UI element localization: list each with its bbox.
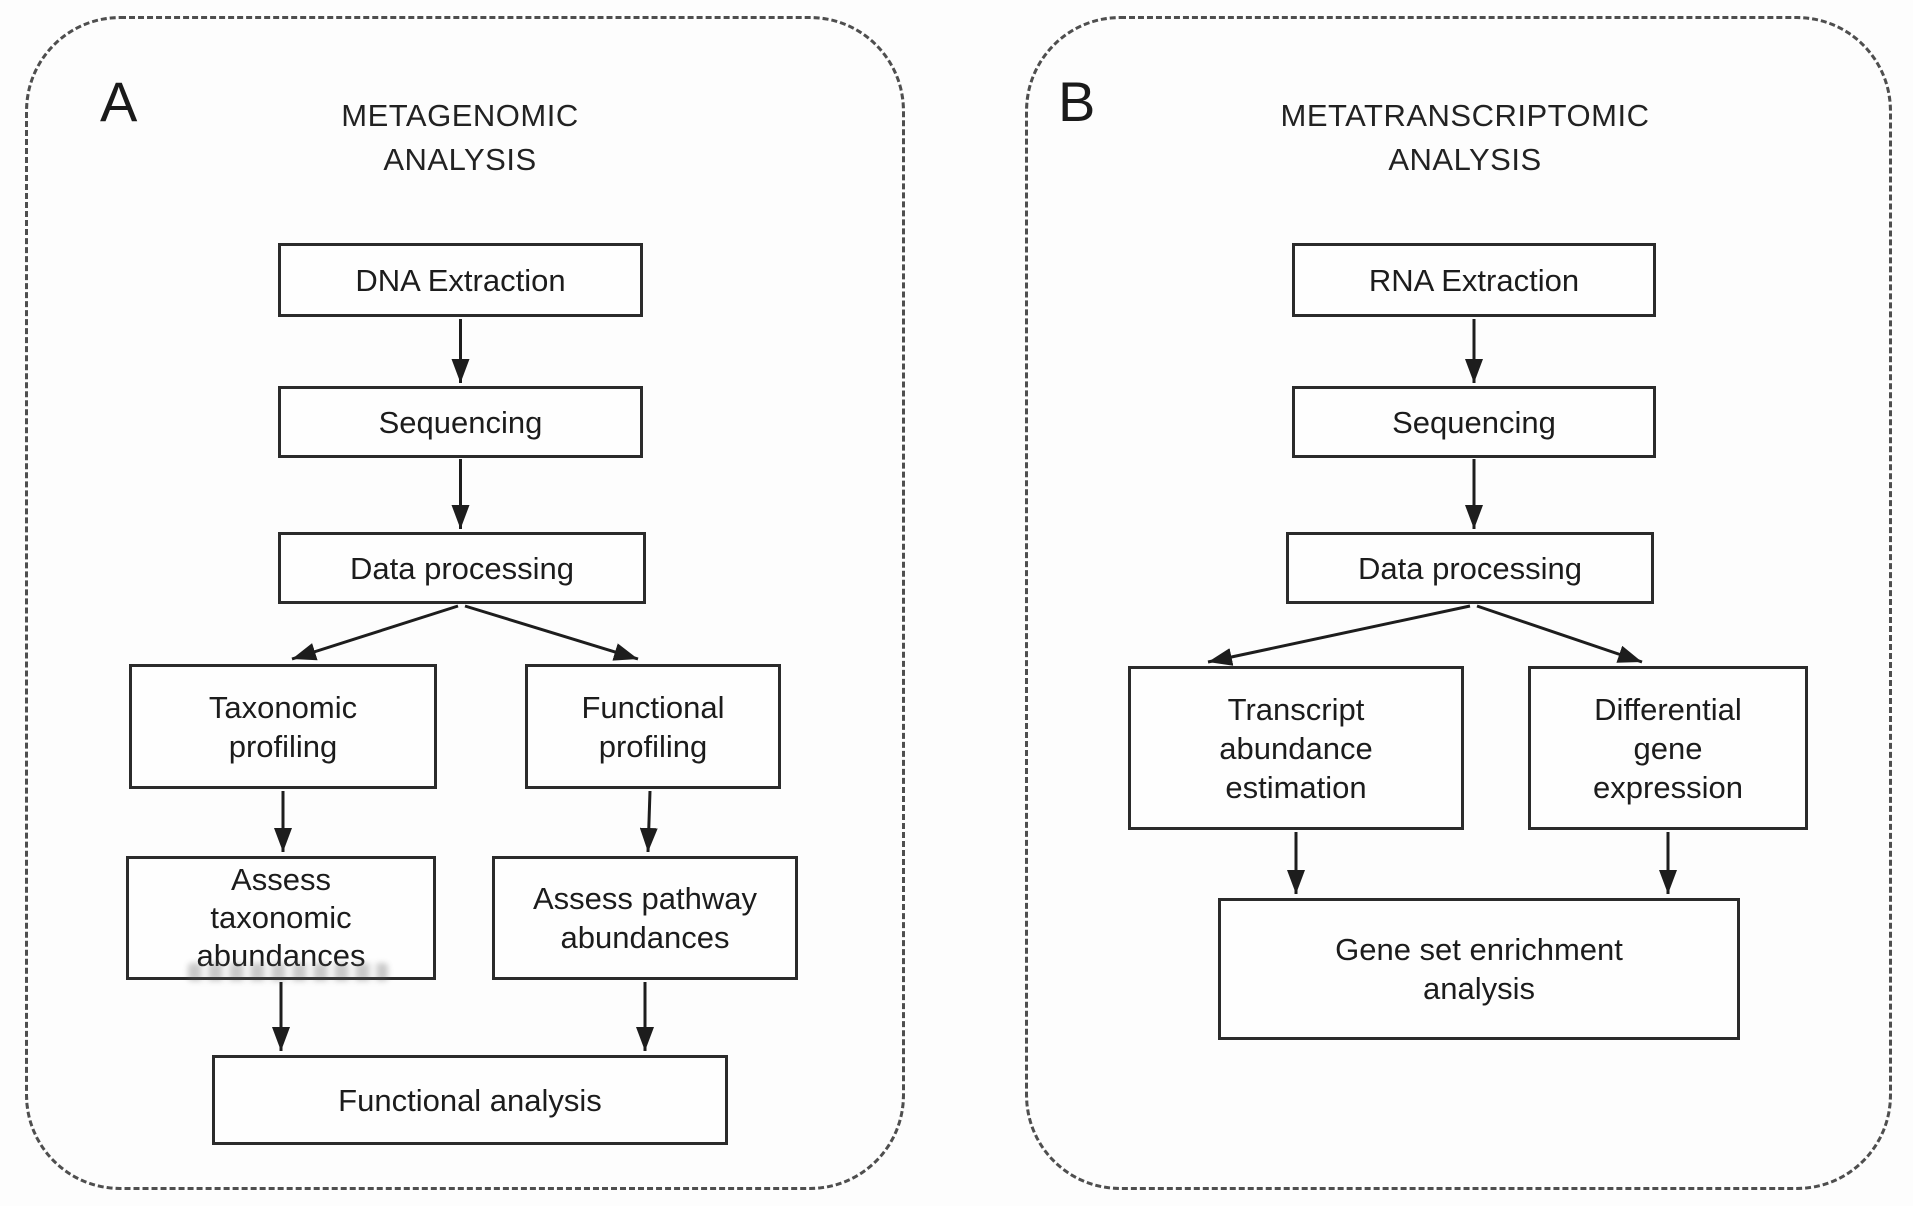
ghost-text-artifact (188, 963, 388, 981)
node-assess-taxonomic-abundances: Assess taxonomic abundances (126, 856, 436, 980)
node-dna-extraction: DNA Extraction (278, 243, 643, 317)
panel-a-label: A (100, 70, 138, 133)
panel-b-border (1025, 16, 1892, 1190)
panel-b-label: B (1058, 70, 1096, 133)
panel-b-title: METATRANSCRIPTOMIC ANALYSIS (1280, 98, 1650, 177)
node-taxonomic-profiling: Taxonomic profiling (129, 664, 437, 789)
node-data-processing-b: Data processing (1286, 532, 1654, 604)
node-sequencing-b: Sequencing (1292, 386, 1656, 458)
node-functional-profiling: Functional profiling (525, 664, 781, 789)
node-assess-pathway-abundances: Assess pathway abundances (492, 856, 798, 980)
node-rna-extraction: RNA Extraction (1292, 243, 1656, 317)
node-gene-set-enrichment-analysis: Gene set enrichment analysis (1218, 898, 1740, 1040)
node-transcript-abundance-estimation: Transcript abundance estimation (1128, 666, 1464, 830)
panel-a-border (25, 16, 905, 1190)
node-differential-gene-expression: Differential gene expression (1528, 666, 1808, 830)
panel-a-title: METAGENOMIC ANALYSIS (341, 98, 579, 177)
node-functional-analysis: Functional analysis (212, 1055, 728, 1145)
node-sequencing-a: Sequencing (278, 386, 643, 458)
node-data-processing-a: Data processing (278, 532, 646, 604)
